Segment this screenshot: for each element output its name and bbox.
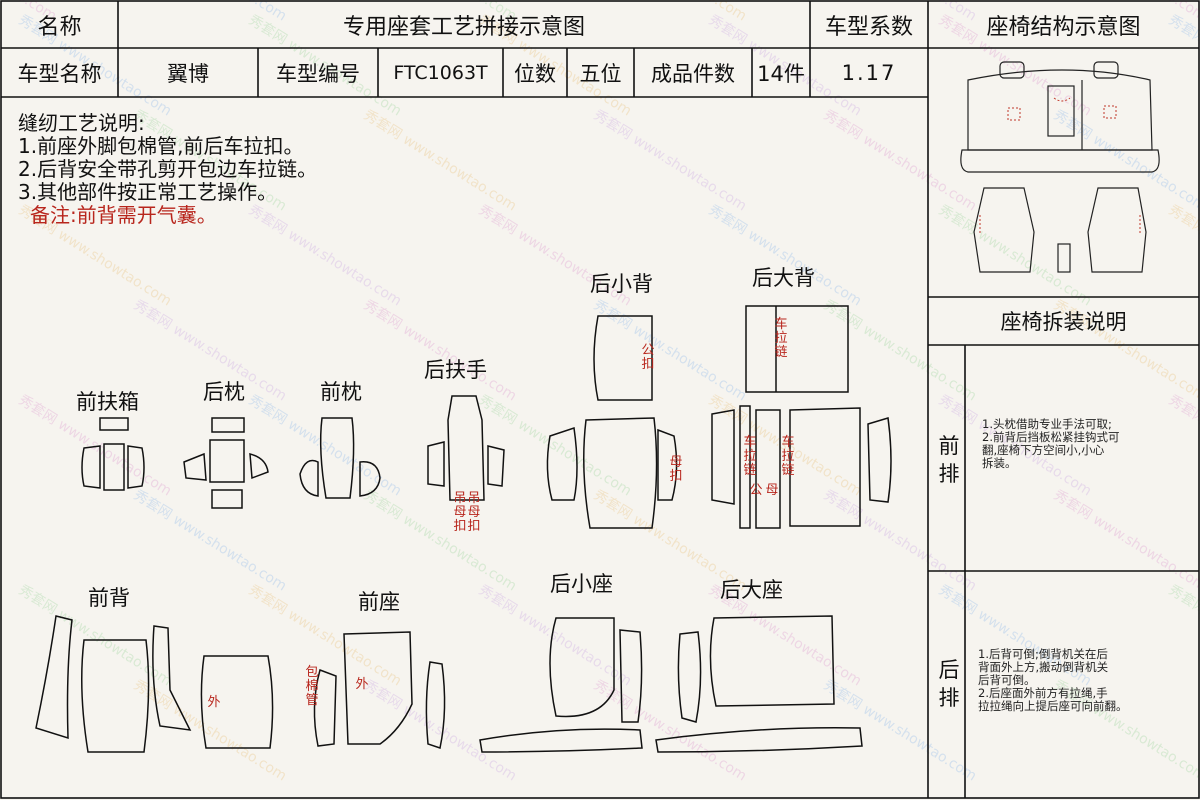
mark-cotton-pipe: 包 棉 管 [305, 665, 319, 708]
piece-rear-large-back-strip-2 [755, 409, 781, 529]
piece-rear-headrest-side-r [249, 453, 269, 480]
piece-rear-small-seat-front-strip [479, 728, 643, 753]
mark-female-buckle: 母 扣 [669, 455, 683, 484]
piece-rear-small-back-side-r [657, 428, 678, 501]
seats-label: 位数 [514, 61, 556, 86]
model-code-label: 车型编号 [276, 61, 360, 86]
piece-front-back-side-r [152, 625, 192, 731]
piece-rear-large-seat-main [709, 615, 835, 707]
mark-hook-female-2: 吊 母 扣 [467, 491, 481, 534]
seats-value: 五位 [579, 61, 622, 86]
piece-rear-large-seat-front-strip [655, 727, 863, 753]
mark-zipper-2: 车 拉 链 [743, 435, 757, 478]
front-row-label: 前 排 [938, 434, 960, 486]
mark-outer-1: 外 [207, 695, 221, 710]
model-name: 翼博 [167, 61, 209, 86]
piece-front-headrest-side-l [299, 459, 319, 497]
piece-front-armrest-side-r [127, 445, 145, 489]
page-title: 专用座套工艺拼接示意图 [342, 14, 585, 40]
label-front-headrest: 前枕 [320, 380, 362, 404]
label-rear-small-back: 后小背 [590, 272, 653, 296]
piece-rear-large-back-top [745, 305, 849, 393]
label-front-seat: 前座 [358, 590, 400, 614]
piece-front-armrest-top [99, 417, 129, 431]
piece-rear-armrest-side-l [427, 441, 445, 487]
label-front-back: 前背 [88, 586, 130, 610]
notes-line-2: 2.后背安全带孔剪开包边车拉链。 [18, 157, 318, 181]
piece-front-seat-side-l [313, 669, 337, 747]
structure-title: 座椅结构示意图 [986, 14, 1141, 40]
piece-rear-headrest-bottom [211, 489, 243, 509]
piece-rear-small-back-top [593, 315, 653, 401]
piece-rear-large-back-main [789, 407, 861, 527]
piece-rear-small-seat-side [619, 629, 643, 723]
pieces-label: 成品件数 [651, 61, 735, 86]
pieces-value: 14件 [757, 61, 805, 86]
piece-rear-headrest-top [211, 417, 245, 433]
disassembly-title: 座椅拆装说明 [1000, 310, 1127, 334]
piece-front-back-panel [200, 655, 274, 749]
piece-front-headrest-center [319, 417, 355, 499]
piece-rear-headrest-side-l [183, 452, 207, 481]
mark-zipper-3: 车 拉 链 [781, 435, 795, 478]
front-row-text: 1.头枕借助专业手法可取; 2.前背后挡板松紧挂钩式可 翻,座椅下方空间小,小心… [982, 417, 1120, 470]
piece-rear-large-back-strip-1 [739, 405, 751, 529]
mark-hook-female-1: 吊 母 扣 [453, 491, 467, 534]
model-name-label: 车型名称 [17, 61, 102, 86]
piece-front-headrest-side-r [359, 461, 381, 497]
label-rear-large-back: 后大背 [752, 266, 815, 290]
label-front-armrest-box: 前扶箱 [76, 390, 139, 414]
coef-value: 1.17 [841, 60, 897, 85]
rear-row-label: 后 排 [938, 658, 960, 710]
piece-rear-small-back-main [583, 417, 658, 529]
mark-male-buckle: 公 扣 [641, 343, 655, 372]
piece-front-back-side-l [35, 615, 73, 740]
piece-front-seat-main [343, 631, 413, 745]
piece-rear-large-back-side-r [867, 417, 892, 503]
mark-female-2: 母 [765, 483, 779, 498]
piece-rear-small-back-side-l [546, 427, 578, 501]
sewing-notes: 缝纫工艺说明: 1.前座外脚包棉管,前后车拉扣。 2.后背安全带孔剪开包边车拉链… [18, 112, 317, 227]
notes-line-3: 3.其他部件按正常工艺操作。 [18, 180, 278, 204]
piece-rear-large-back-side-l [711, 409, 735, 505]
notes-remark: 备注:前背需开气囊。 [30, 203, 217, 227]
label-rear-large-seat: 后大座 [720, 578, 783, 602]
piece-rear-large-seat-side [677, 631, 702, 723]
mark-outer-2: 外 [355, 677, 369, 692]
piece-front-armrest-center [103, 443, 125, 491]
notes-line-1: 1.前座外脚包棉管,前后车拉扣。 [18, 134, 304, 158]
pattern-pieces [35, 305, 892, 753]
piece-front-back-main [81, 639, 150, 753]
mark-zipper-1: 车 拉 链 [774, 317, 788, 360]
seat-structure-sketch [960, 61, 1160, 273]
model-code: FTC1063T [393, 61, 488, 84]
notes-title: 缝纫工艺说明: [18, 111, 145, 135]
coef-label: 车型系数 [824, 14, 913, 40]
label-rear-small-seat: 后小座 [550, 572, 613, 596]
label-rear-armrest: 后扶手 [424, 358, 487, 382]
piece-front-seat-side-r [425, 661, 446, 749]
seat-sketch-red-marks [979, 97, 1141, 235]
mark-male-2: 公 [749, 483, 763, 498]
piece-front-armrest-side-l [81, 445, 101, 489]
piece-rear-armrest-center [447, 395, 485, 501]
name-label: 名称 [37, 14, 82, 40]
piece-rear-armrest-side-r [487, 445, 505, 487]
label-rear-headrest: 后枕 [203, 380, 245, 404]
piece-rear-small-seat-main [549, 617, 615, 718]
rear-row-text: 1.后背可倒;倒背机关在后 背面外上方,搬动倒背机关 后背可倒。 2.后座面外前… [978, 647, 1128, 713]
piece-rear-headrest-center [209, 439, 245, 483]
